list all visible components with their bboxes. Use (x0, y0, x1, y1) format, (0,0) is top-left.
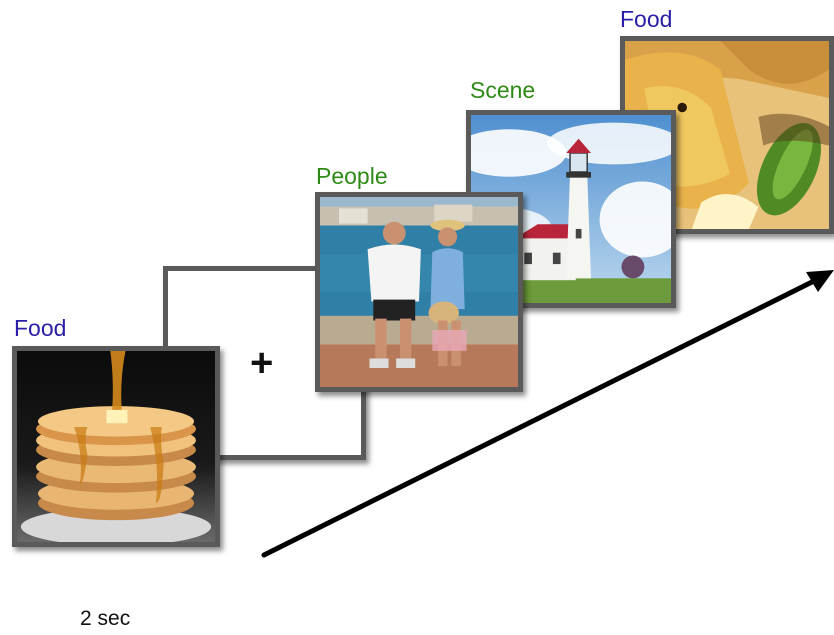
timing-label: 2 sec (80, 607, 131, 630)
couple-by-sea-photo (315, 192, 523, 392)
stimulus-label-food-last: Food (620, 6, 673, 32)
fixation-cross: + (250, 341, 274, 385)
stimulus-label-scene: Scene (470, 77, 536, 103)
stimulus-label-people: People (316, 163, 388, 189)
pancakes-photo (12, 346, 220, 547)
stimulus-label-food-first: Food (14, 315, 67, 341)
